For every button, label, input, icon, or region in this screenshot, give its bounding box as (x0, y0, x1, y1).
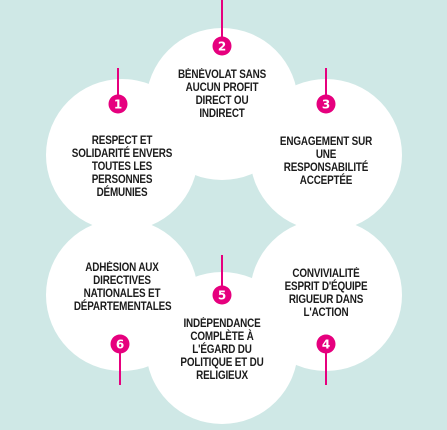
badge-number-6: 6 (116, 338, 124, 352)
value-text-3: Engagement sur une responsabilité accept… (279, 136, 373, 187)
badge-number-5: 5 (218, 289, 226, 303)
value-text-4: Convivialité esprit d'équipe rigueur dan… (284, 268, 368, 319)
badge-number-2: 2 (218, 40, 226, 54)
badge-number-1: 1 (114, 98, 122, 112)
circle-1 (46, 79, 198, 231)
value-text-6: Adhésion aux directives nationales et dé… (73, 262, 172, 313)
circle-5 (146, 272, 298, 424)
badge-number-4: 4 (322, 338, 330, 352)
badge-4: 4 (316, 334, 336, 354)
badge-1: 1 (108, 94, 128, 114)
value-text-1: Respect et solidarité envers toutes les … (71, 135, 173, 199)
badge-number-3: 3 (322, 98, 330, 112)
badge-6: 6 (110, 334, 130, 354)
value-text-2: Bénévolat sans aucun profit direct ou in… (177, 69, 267, 120)
badge-3: 3 (316, 94, 336, 114)
value-text-5: Indépendance complète à l'égard du polit… (180, 318, 264, 382)
circle-3 (250, 79, 402, 231)
badge-5: 5 (212, 285, 232, 305)
badge-2: 2 (212, 36, 232, 56)
